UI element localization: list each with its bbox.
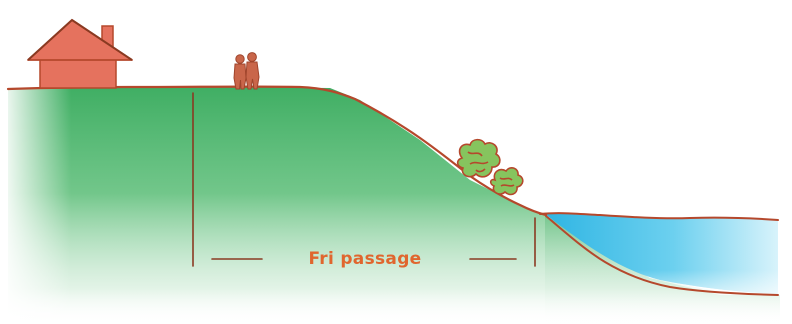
person-left bbox=[234, 55, 246, 89]
passage-label: Fri passage bbox=[308, 249, 421, 269]
house-icon bbox=[28, 20, 132, 88]
